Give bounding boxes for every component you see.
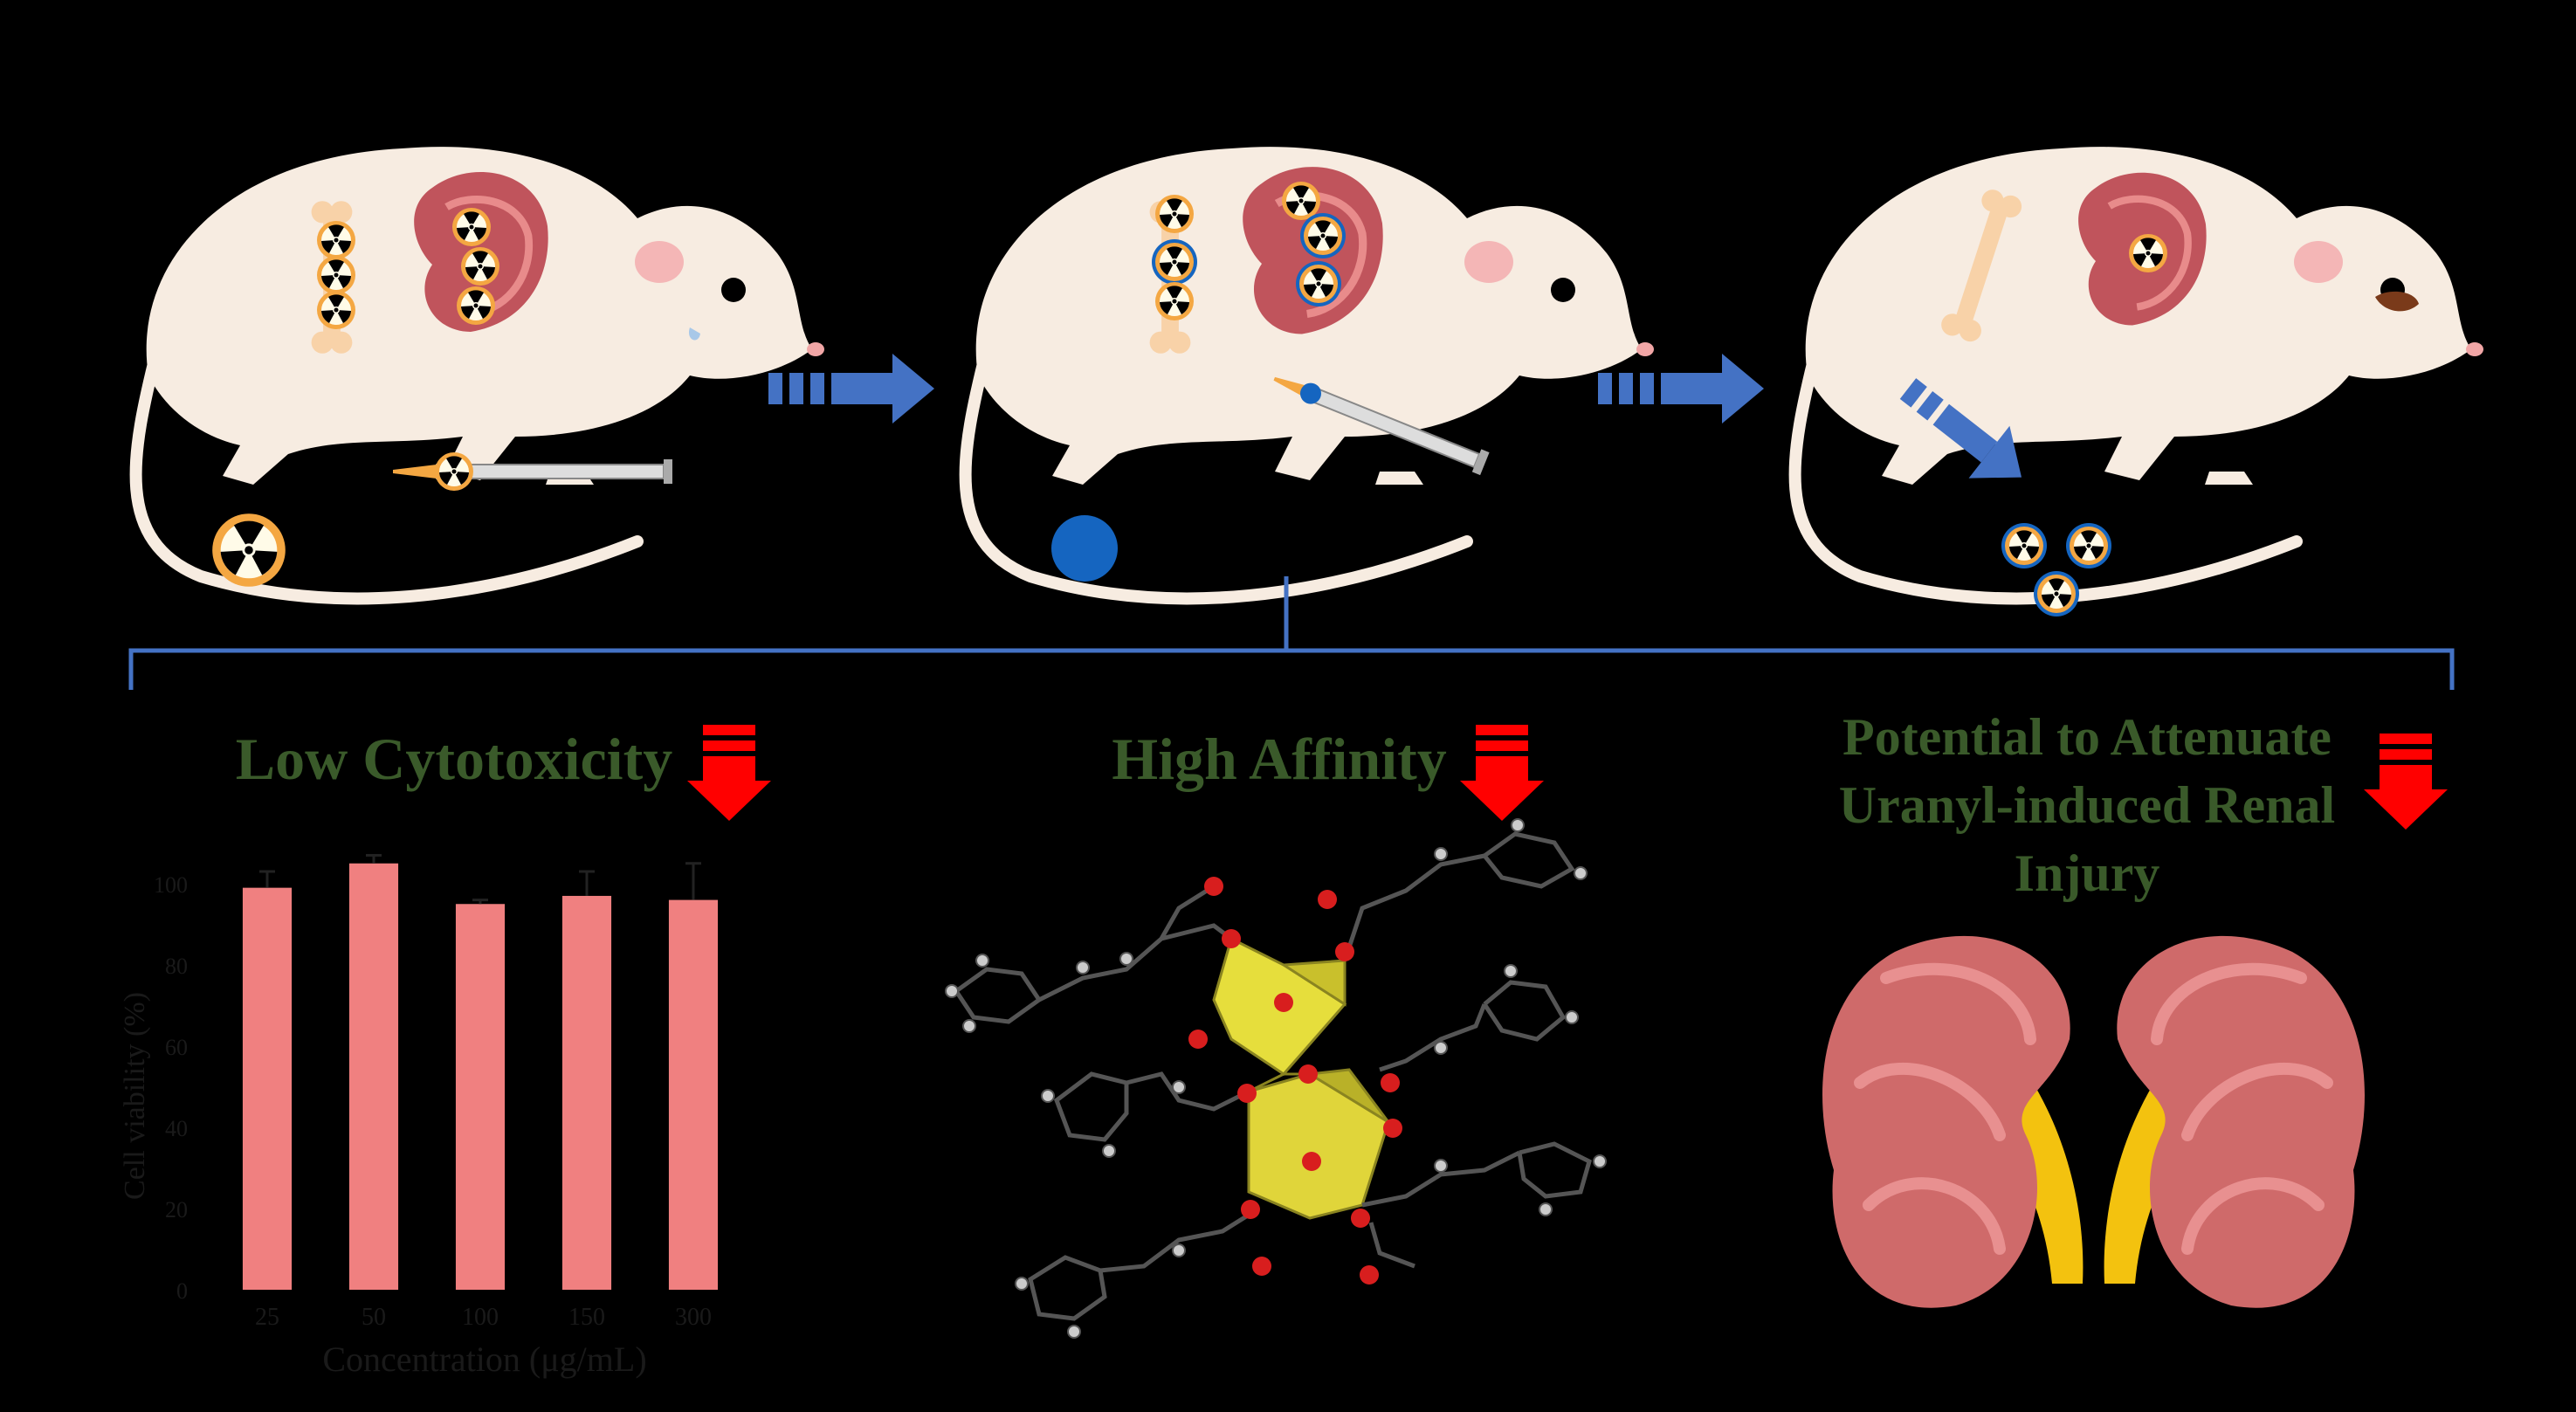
kidney-icon: [1822, 935, 2070, 1308]
radiation-icon: [461, 247, 499, 286]
x-axis-label: Concentration (μg/mL): [322, 1340, 646, 1379]
radiation-icon: [1152, 239, 1197, 285]
bar: [242, 887, 293, 1290]
radiation-icon: [1155, 282, 1194, 320]
mouse-3: [1795, 147, 2483, 598]
x-tick-label: 25: [255, 1304, 279, 1331]
cell-viability-chart: Cell viability (%) Concentration (μg/mL)…: [119, 853, 719, 1379]
y-tick-label: 100: [154, 872, 188, 898]
y-tick-label: 80: [165, 954, 188, 979]
bar: [668, 899, 719, 1290]
heading-high-affinity: High Affinity: [1112, 726, 1447, 792]
chelator-dot-icon: [1051, 515, 1118, 582]
mouse-2: [966, 147, 1654, 598]
y-tick-label: 40: [165, 1116, 188, 1141]
kidney-icon: [2117, 935, 2365, 1308]
radiation-icon: [1155, 195, 1194, 233]
radiation-icon: [2066, 523, 2111, 568]
arrow-down-icon: [687, 725, 771, 821]
radiation-icon: [317, 256, 355, 294]
uranyl-radiation-icon: [212, 513, 286, 587]
molecule-icon: [945, 818, 1607, 1339]
heading-renal-line-3: Injury: [2014, 844, 2160, 902]
arrow-right-icon: [768, 354, 934, 424]
syringe-icon: [393, 452, 672, 491]
radiation-icon: [1296, 261, 1341, 307]
kidneys-illustration: [1822, 935, 2365, 1308]
syringe-icon: [1273, 376, 1490, 476]
radiation-icon: [1282, 182, 1320, 220]
y-tick-label: 20: [165, 1197, 188, 1223]
radiation-icon: [1300, 213, 1346, 258]
radiation-icon: [2001, 523, 2047, 568]
x-tick-label: 300: [675, 1304, 712, 1331]
y-tick-label: 0: [176, 1278, 188, 1304]
bar: [455, 904, 506, 1290]
x-tick-label: 150: [568, 1304, 605, 1331]
mouse-1: [136, 147, 824, 598]
heading-renal-line-2: Uranyl-induced Renal: [1838, 776, 2336, 834]
radiation-icon: [2034, 571, 2079, 616]
x-tick-label: 100: [462, 1304, 499, 1331]
excretion-arrow: [1899, 378, 2022, 479]
bar: [348, 863, 399, 1290]
radiation-icon: [457, 286, 495, 325]
radiation-icon: [2129, 234, 2167, 272]
y-tick-label: 60: [165, 1035, 188, 1060]
x-tick-label: 50: [362, 1304, 386, 1331]
radiation-icon: [452, 208, 491, 246]
bar: [561, 895, 612, 1290]
heading-renal-injury: Potential to Attenuate Uranyl-induced Re…: [1773, 703, 2401, 907]
heading-low-cytotoxicity: Low Cytotoxicity: [235, 726, 673, 792]
heading-renal-line-1: Potential to Attenuate: [1842, 708, 2331, 766]
arrow-right-icon: [1598, 354, 1764, 424]
y-axis-label: Cell viability (%): [119, 992, 151, 1200]
radiation-icon: [317, 291, 355, 329]
radiation-icon: [317, 221, 355, 259]
bracket: [128, 576, 2455, 690]
